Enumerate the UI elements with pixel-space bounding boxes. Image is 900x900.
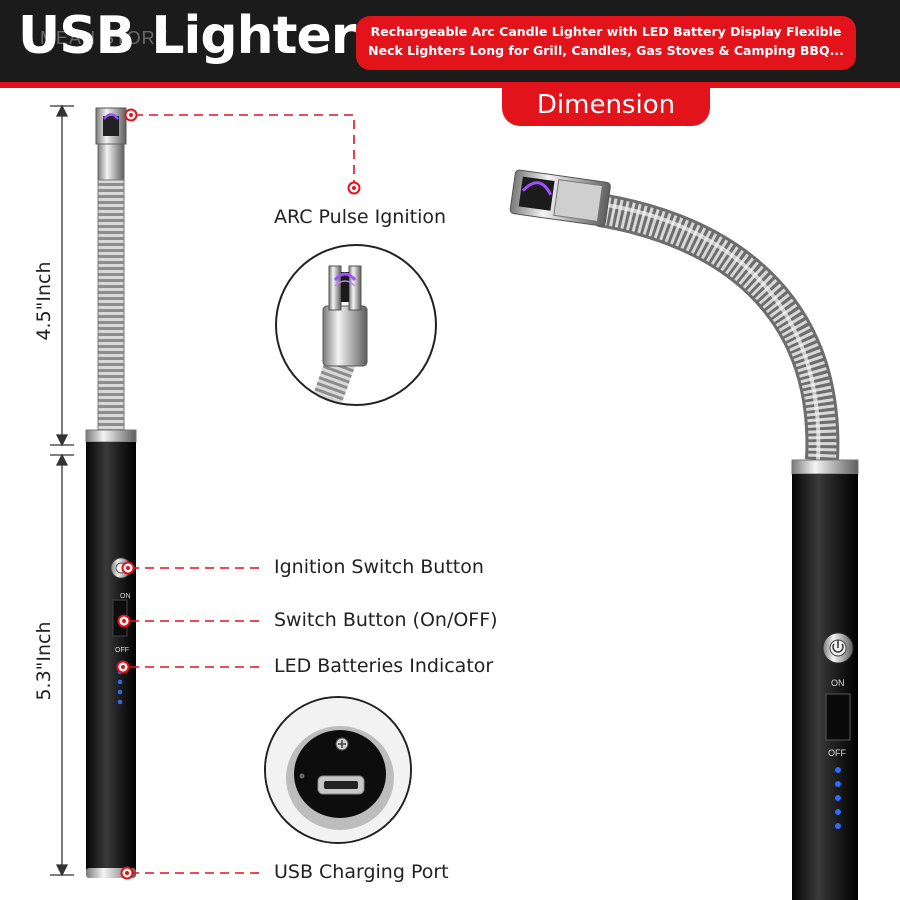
arc-closeup-image [275,244,437,406]
callout-switch-label: Switch Button (On/OFF) [274,609,498,631]
left-off-label: OFF [115,647,129,654]
header-accent-stripe [0,82,900,88]
callout-lines [130,114,355,874]
left-on-label: ON [120,593,131,600]
callout-ignition-label: Ignition Switch Button [274,556,484,578]
lighter-left-image [85,107,137,878]
watermark-text: MEAN STORE [40,28,169,48]
subtitle-text: Rechargeable Arc Candle Lighter with LED… [368,24,844,58]
usb-port-closeup-image [264,696,412,844]
callout-arc-label: ARC Pulse Ignition [274,206,447,228]
callout-usb-label: USB Charging Port [274,861,449,883]
right-on-label: ON [831,678,845,688]
callout-dot-icon [116,108,361,880]
dimension-lower-label: 5.3"Inch [33,621,55,701]
lighter-right-image [509,169,859,900]
dimension-tab: Dimension [502,86,710,126]
callout-led-label: LED Batteries Indicator [274,655,494,677]
dimension-upper-label: 4.5"Inch [33,261,55,341]
subtitle-banner: Rechargeable Arc Candle Lighter with LED… [356,16,856,70]
page-title: USB Lighter [18,6,356,66]
right-off-label: OFF [828,748,846,758]
dimension-lines [50,104,74,877]
